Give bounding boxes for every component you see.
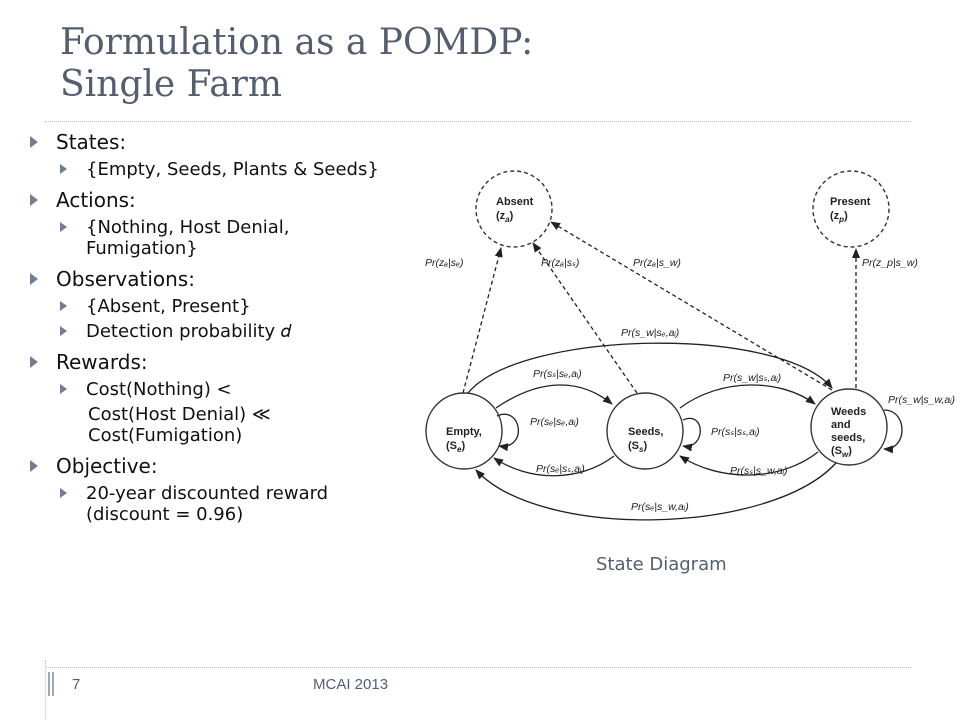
edge-labels: Pr(zₐ|sₑ) Pr(zₐ|sₛ) Pr(zₐ|s_w) Pr(z_p|s_…	[425, 257, 955, 513]
title-divider	[45, 121, 911, 122]
node-absent-label: Absent	[496, 196, 534, 208]
bullet-rewards: Rewards: Cost(Nothing) < Cost(Host Denia…	[30, 350, 410, 446]
label-empty-to-weeds: Pr(s_w|sₑ,aᵢ)	[621, 327, 679, 339]
slide-title-line1: Formulation as a POMDP:	[60, 22, 534, 63]
label-seeds-self: Pr(sₛ|sₛ,aᵢ)	[711, 426, 760, 438]
edge-seeds-self	[682, 417, 701, 452]
sub-bullet-text: 20-year discounted reward (discount = 0.…	[86, 483, 329, 525]
label-empty-to-seeds: Pr(sₛ|sₑ,aᵢ)	[533, 368, 582, 380]
sub-bullet-text: {Empty, Seeds, Plants & Seeds}	[86, 159, 379, 180]
bullet-observations: Observations: {Absent, Present} Detectio…	[30, 267, 410, 342]
node-weeds-label-3: seeds,	[831, 432, 865, 444]
bullet-objective: Objective: 20-year discounted reward (di…	[30, 454, 410, 525]
label-obs-weeds-absent: Pr(zₐ|s_w)	[633, 257, 681, 269]
label-obs-empty-absent: Pr(zₐ|sₑ)	[425, 257, 464, 269]
label-obs-weeds-present: Pr(z_p|s_w)	[862, 257, 918, 269]
node-weeds-symbol: (Sw)	[831, 445, 852, 459]
node-empty-label: Empty,	[446, 426, 482, 438]
sub-bullet-text: Cost(Host Denial) ≪ Cost(Fumigation)	[88, 404, 271, 446]
label-weeds-self: Pr(s_w|s_w,aᵢ)	[888, 394, 955, 406]
bullet-label: Observations:	[56, 267, 195, 291]
sub-bullet-text: {Nothing, Host Denial, Fumigation}	[86, 217, 290, 259]
bullet-label: Rewards:	[56, 350, 148, 374]
label-empty-self: Pr(sₑ|sₑ,aᵢ)	[530, 416, 579, 428]
diagram-caption: State Diagram	[596, 554, 727, 575]
footer-text: MCAI 2013	[313, 676, 389, 693]
node-seeds-symbol: (Ss)	[628, 440, 647, 454]
node-absent: Absent (za)	[475, 170, 553, 248]
label-seeds-to-empty: Pr(sₑ|sₛ,aᵢ)	[536, 463, 585, 475]
node-present-label: Present	[830, 196, 871, 208]
sub-bullet: Cost(Nothing) <	[56, 379, 410, 400]
label-seeds-to-weeds: Pr(s_w|sₛ,aᵢ)	[723, 372, 781, 384]
edge-obs-seeds-absent	[532, 242, 638, 394]
footer-divider	[45, 667, 911, 668]
sub-bullet-arrow-icon	[60, 326, 67, 336]
sub-bullet-text: {Absent, Present}	[86, 296, 251, 317]
bullet-arrow-icon	[30, 356, 38, 368]
slide-number: 7	[72, 676, 81, 693]
edge-seeds-to-weeds	[679, 384, 816, 409]
sub-bullet-arrow-icon	[60, 164, 67, 174]
sub-bullet-arrow-icon	[60, 222, 67, 232]
sub-bullet: {Absent, Present}	[56, 296, 410, 317]
bullet-arrow-icon	[30, 460, 38, 472]
sub-bullet: 20-year discounted reward (discount = 0.…	[56, 483, 386, 525]
edge-obs-empty-absent	[462, 247, 503, 394]
footer-vertical-rule	[45, 660, 46, 720]
bullet-arrow-icon	[30, 273, 38, 285]
edge-obs-weeds-absent	[550, 221, 833, 391]
bullet-arrow-icon	[30, 194, 38, 206]
edge-empty-self	[496, 413, 520, 452]
edge-weeds-to-empty	[475, 462, 837, 521]
sub-bullet-text: Detection probability 𝑑	[86, 321, 292, 342]
edge-weeds-self	[883, 409, 903, 454]
bullet-states: States: {Empty, Seeds, Plants & Seeds}	[30, 130, 410, 180]
slide-title-line2: Single Farm	[60, 64, 283, 105]
node-seeds-label: Seeds,	[628, 426, 663, 438]
label-obs-seeds-absent: Pr(zₐ|sₛ)	[541, 257, 579, 269]
sub-bullet-continuation: Cost(Host Denial) ≪ Cost(Fumigation)	[56, 404, 348, 446]
node-seeds: Seeds, (Ss)	[606, 392, 684, 470]
node-present-symbol: (zp)	[830, 210, 848, 224]
node-absent-symbol: (za)	[496, 210, 514, 224]
label-weeds-to-empty: Pr(sₑ|s_w,aᵢ)	[631, 501, 689, 513]
sub-bullet-arrow-icon	[60, 488, 67, 498]
observation-edges	[462, 221, 860, 394]
bullet-label: States:	[56, 130, 127, 154]
sub-bullet: Detection probability 𝑑	[56, 321, 410, 342]
edge-empty-to-weeds	[467, 342, 833, 394]
bullet-list: States: {Empty, Seeds, Plants & Seeds} A…	[30, 130, 410, 525]
node-empty: Empty, (Se)	[425, 392, 503, 470]
sub-bullet: {Empty, Seeds, Plants & Seeds}	[56, 159, 410, 180]
sub-bullet: {Nothing, Host Denial, Fumigation}	[56, 217, 336, 259]
edge-seeds-to-empty	[493, 455, 615, 477]
sub-bullet-arrow-icon	[60, 384, 67, 394]
bullet-label: Actions:	[56, 188, 136, 212]
sub-bullet-text: Cost(Nothing) <	[86, 379, 232, 400]
label-weeds-to-seeds: Pr(sₛ|s_w,aᵢ)	[730, 465, 788, 477]
bullet-actions: Actions: {Nothing, Host Denial, Fumigati…	[30, 188, 410, 259]
bullet-label: Objective:	[56, 454, 158, 478]
transition-edges	[467, 342, 903, 521]
edge-weeds-to-seeds	[679, 451, 819, 476]
node-weeds-label-1: Weeds	[831, 406, 866, 418]
node-weeds: Weeds and seeds, (Sw)	[810, 388, 888, 466]
footer-bar-icon	[48, 672, 54, 696]
slide-title: Formulation as a POMDP: Single Farm	[60, 22, 920, 106]
sub-bullet-arrow-icon	[60, 301, 67, 311]
node-empty-symbol: (Se)	[446, 440, 465, 454]
node-present: Present (zp)	[812, 170, 890, 248]
edge-empty-to-seeds	[495, 384, 613, 409]
node-weeds-label-2: and	[831, 419, 851, 431]
bullet-arrow-icon	[30, 136, 38, 148]
